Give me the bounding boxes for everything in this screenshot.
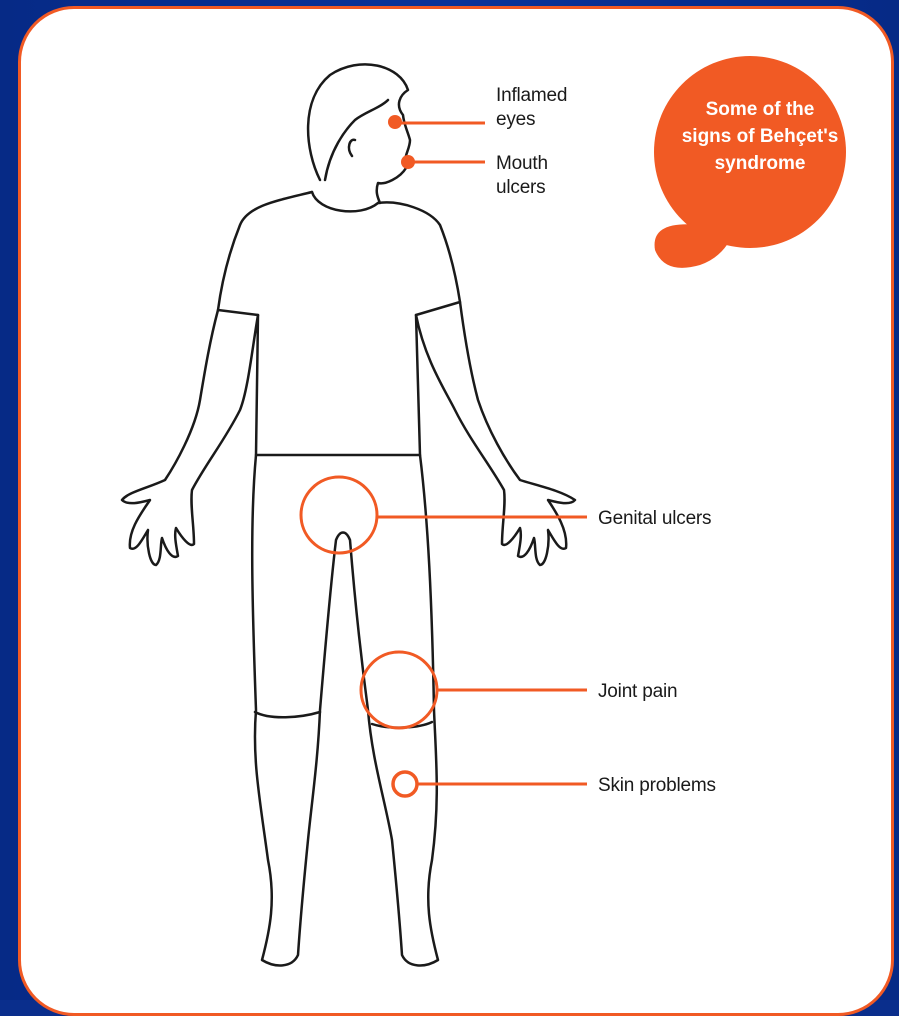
sock-left (255, 712, 320, 717)
mouth-dot (401, 155, 415, 169)
eyes-dot (388, 115, 402, 129)
label-skin-problems: Skin problems (598, 774, 716, 798)
shirt (218, 192, 460, 455)
label-mouth-ulcers: Mouth ulcers (496, 152, 548, 200)
label-joint-pain: Joint pain (598, 680, 677, 704)
legs (252, 455, 438, 965)
label-inflamed-eyes: Inflamed eyes (496, 84, 567, 132)
skin-ring (393, 772, 417, 796)
callout-text: Some of the signs of Behçet's syndrome (660, 96, 860, 177)
label-genital-ulcers: Genital ulcers (598, 507, 711, 531)
left-arm (122, 310, 258, 565)
collar (312, 192, 378, 211)
head-outline (308, 64, 410, 203)
joint-ring (361, 652, 437, 728)
genital-ring (301, 477, 377, 553)
hair-line (325, 100, 388, 180)
right-arm (416, 302, 575, 565)
ear (349, 140, 355, 156)
